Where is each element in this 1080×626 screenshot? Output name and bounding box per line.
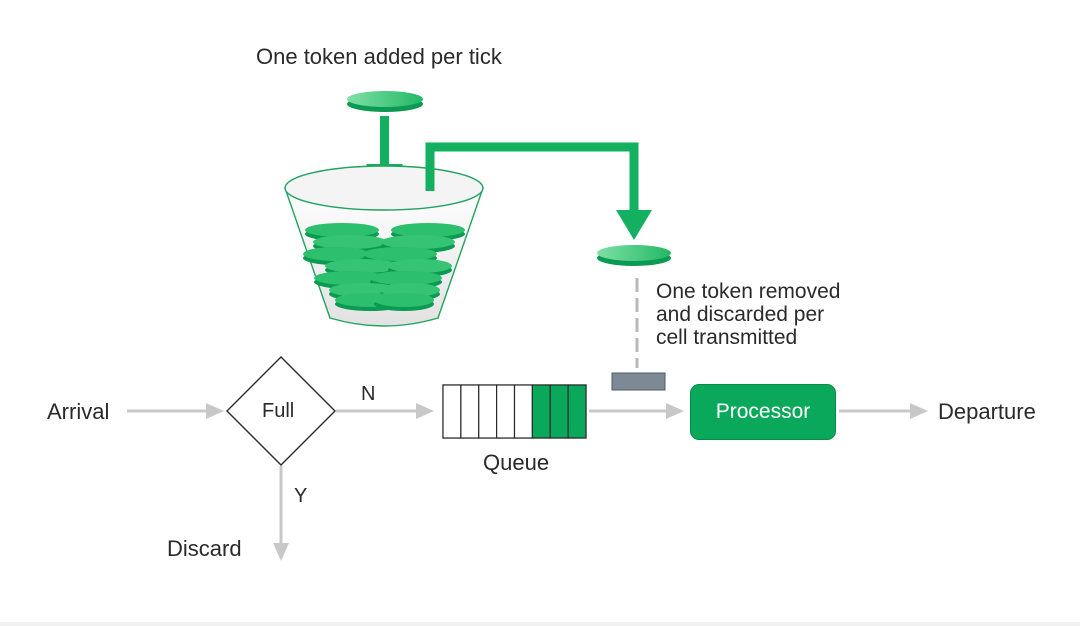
arrow-queue-to-processor bbox=[589, 403, 684, 419]
queue-slot-filled bbox=[549, 384, 569, 439]
arrow-full-to-discard bbox=[273, 466, 289, 561]
full-decision-diamond bbox=[226, 356, 336, 466]
queue-slot-filled bbox=[531, 384, 551, 439]
bucket-tokens bbox=[303, 223, 465, 311]
processor-box: Processor bbox=[690, 384, 836, 440]
footer-strip bbox=[0, 622, 1080, 626]
arrow-full-to-queue bbox=[336, 403, 434, 419]
arrow-processor-to-departure bbox=[839, 403, 928, 419]
queue-label: Queue bbox=[483, 450, 550, 475]
queue-slot-empty bbox=[513, 384, 533, 439]
processor-label: Processor bbox=[715, 400, 811, 423]
gate-icon bbox=[611, 372, 666, 391]
token-bucket-icon bbox=[284, 165, 484, 327]
token-added-note: One token added per tick bbox=[256, 44, 502, 69]
token-removed-line-2: and discarded per bbox=[656, 303, 825, 326]
discard-label: Discard bbox=[167, 536, 242, 561]
arrival-label: Arrival bbox=[47, 399, 110, 424]
full-label: Full bbox=[262, 400, 295, 422]
departure-label: Departure bbox=[938, 399, 1036, 424]
queue-slot-empty bbox=[442, 384, 462, 439]
token-out-arrow bbox=[425, 142, 652, 240]
queue-slot-filled bbox=[567, 384, 587, 439]
queue-buffer bbox=[442, 384, 587, 439]
token-removed-line-3: cell transmitted bbox=[656, 326, 798, 349]
token-disc-icon bbox=[597, 245, 671, 266]
token-disc-icon bbox=[347, 91, 423, 112]
queue-slot-empty bbox=[460, 384, 480, 439]
yes-branch-label: Y bbox=[294, 485, 308, 507]
token-removed-line-1: One token removed bbox=[656, 280, 841, 303]
no-branch-label: N bbox=[361, 383, 376, 405]
queue-slot-empty bbox=[478, 384, 498, 439]
arrow-arrival-to-full bbox=[127, 403, 224, 419]
queue-slot-empty bbox=[496, 384, 516, 439]
token-removed-note: One token removed and discarded per cell… bbox=[656, 280, 840, 349]
